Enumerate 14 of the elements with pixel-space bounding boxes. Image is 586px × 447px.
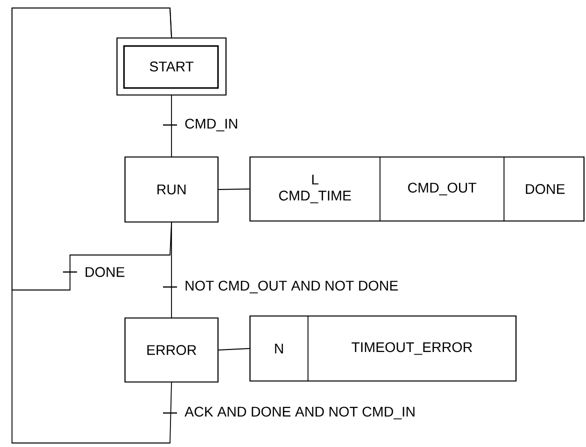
transition-label: ACK AND DONE AND NOT CMD_IN <box>184 406 414 420</box>
transition-label: NOT CMD_OUT AND NOT DONE <box>186 280 398 294</box>
connector-line <box>12 8 172 444</box>
step-box: ERROR <box>124 317 219 383</box>
transition-label: DONE <box>86 267 124 277</box>
step-box: RUN <box>124 156 219 223</box>
action-block: L CMD_TIME CMD_OUT DONE <box>249 156 585 222</box>
transition-label: CMD_IN <box>185 118 238 132</box>
initial-step-box: START <box>116 37 227 96</box>
connector-line <box>218 348 250 350</box>
connector-line <box>171 222 172 318</box>
connector-line <box>171 95 172 157</box>
connector-line <box>218 188 250 190</box>
action-block: N TIMEOUT_ERROR <box>249 315 517 382</box>
